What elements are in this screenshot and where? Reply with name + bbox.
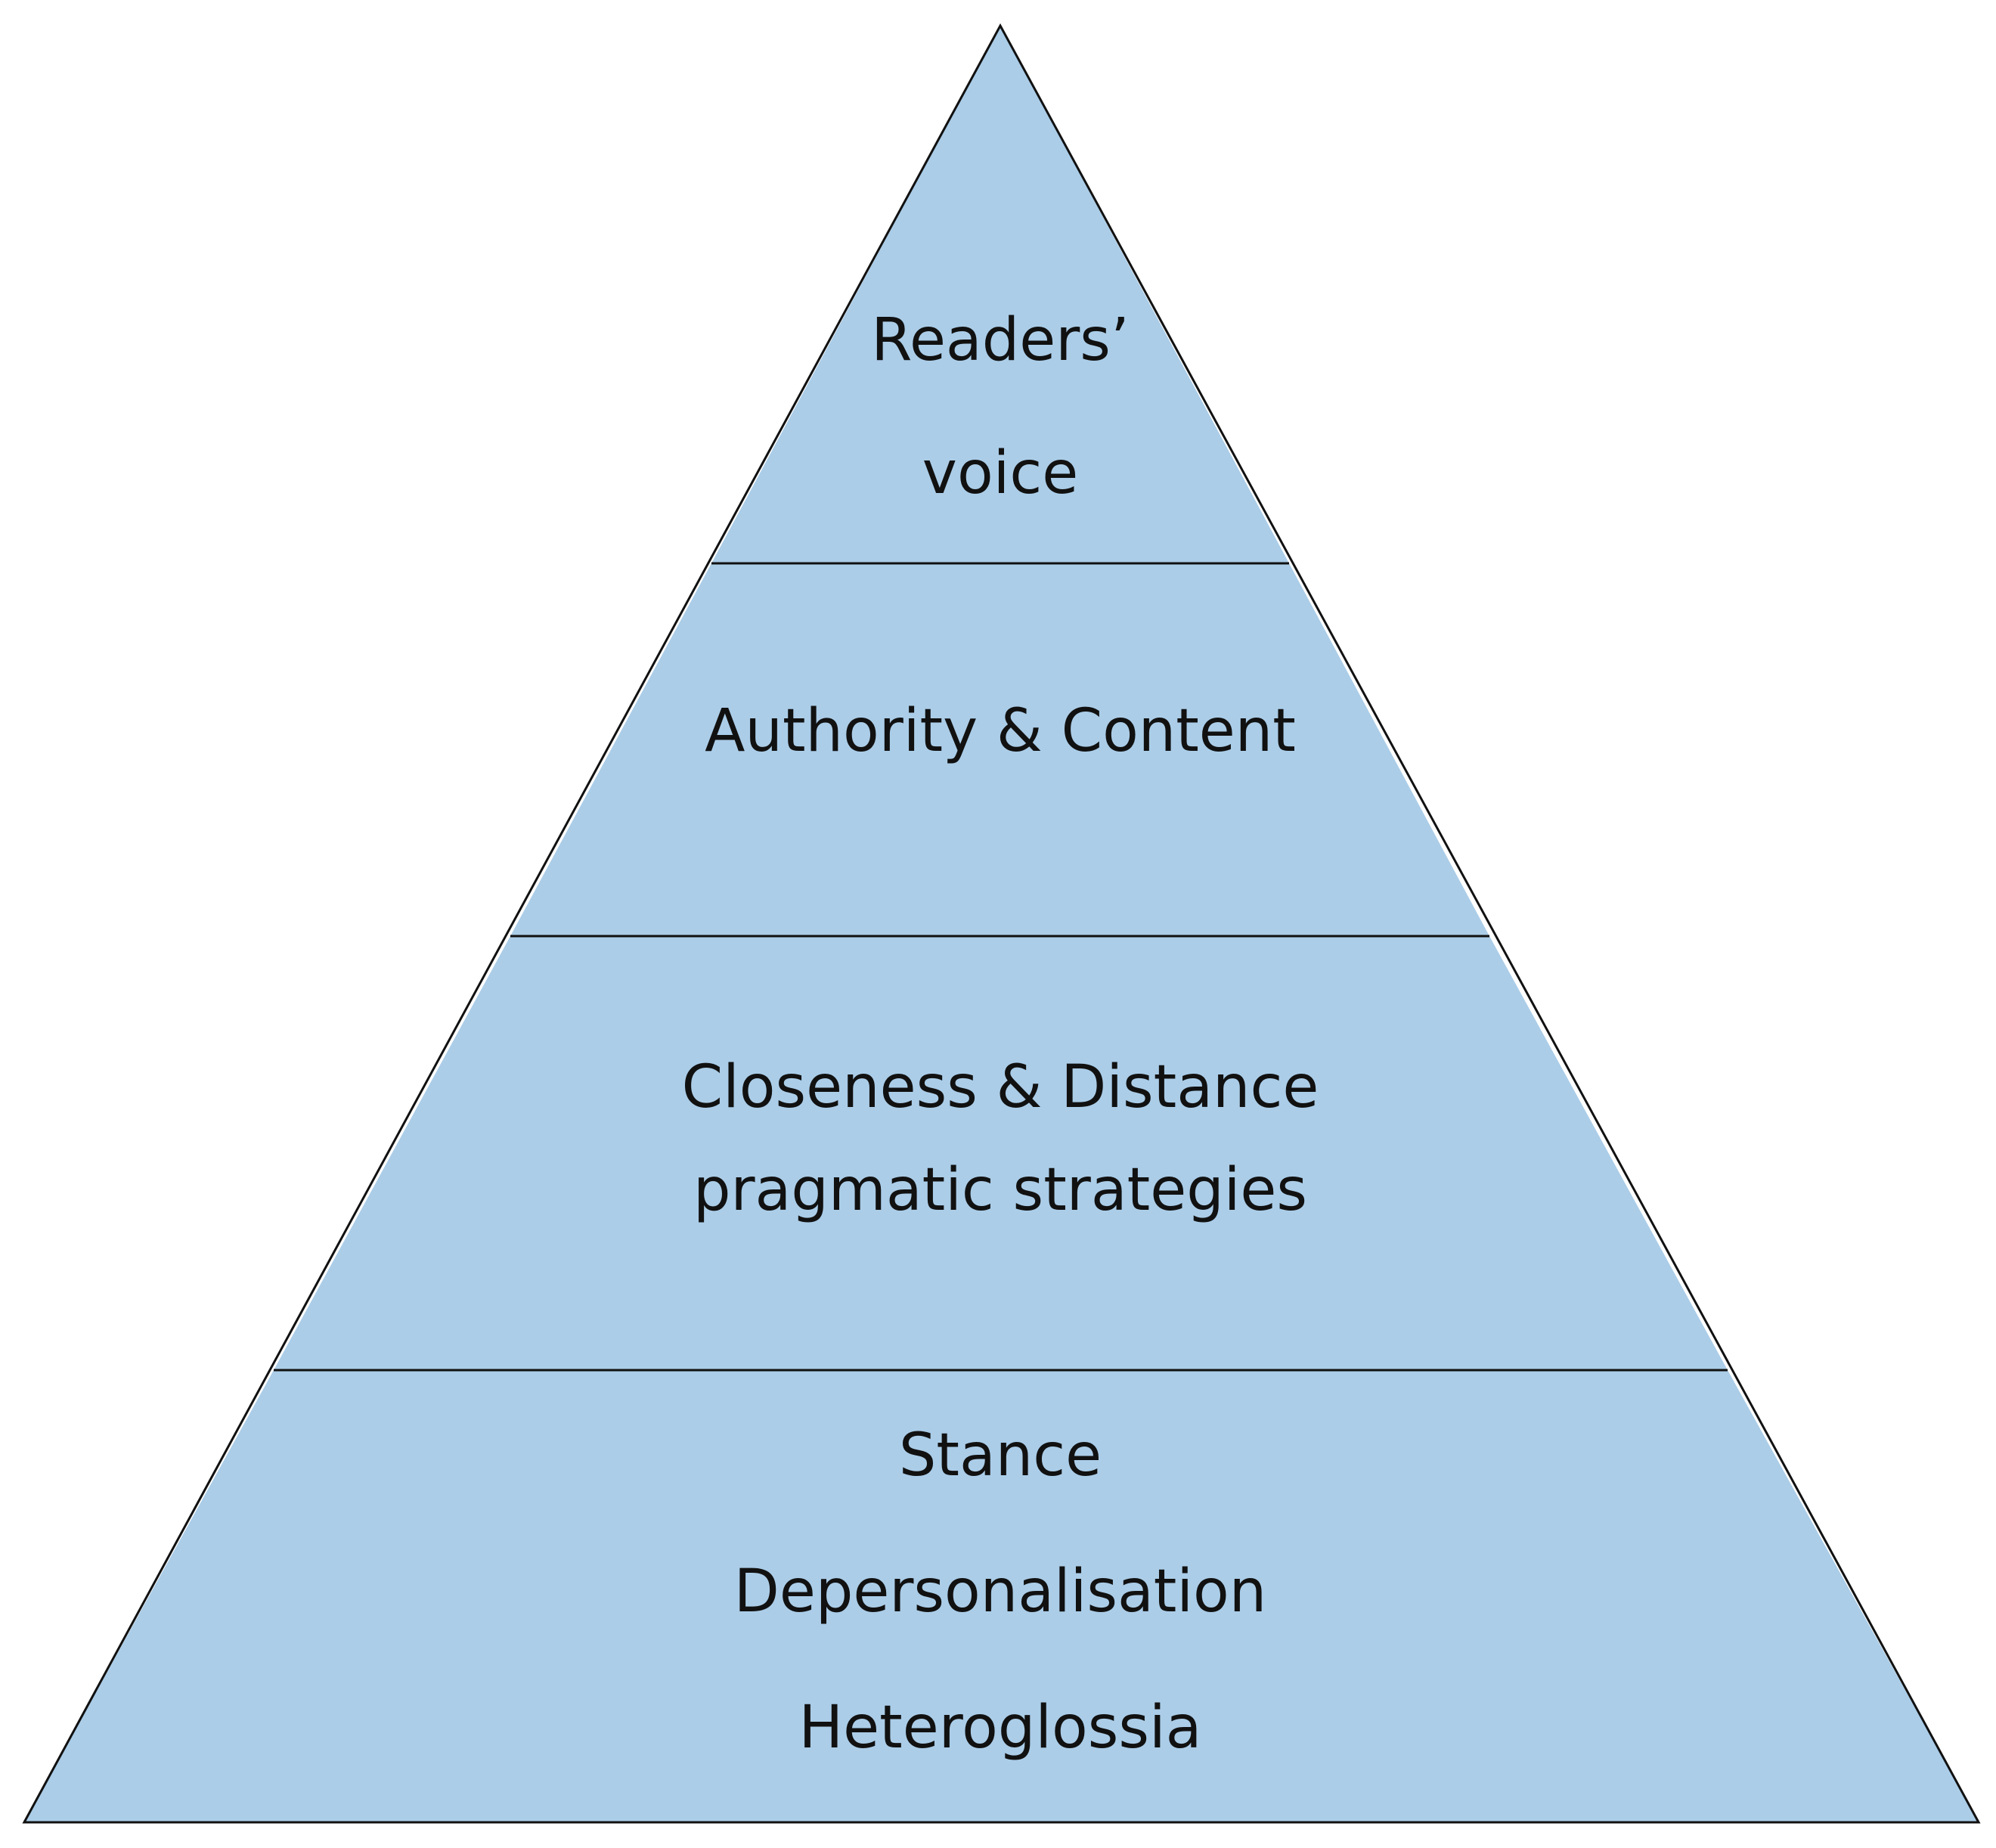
pyramid-level-closeness [274,936,1728,1370]
pyramid-outline [22,23,1981,1824]
level-closeness-line-2: pragmatic strategies [693,1156,1307,1224]
pyramid-level-top [711,26,1289,563]
level-top-line-2: voice [922,439,1078,507]
level-closeness-line-1: Closeness & Distance [682,1053,1319,1121]
level-base-line-3: Heteroglossia [799,1694,1202,1762]
level-base-line-1: Stance [899,1422,1102,1490]
pyramid-level-base [24,1370,1979,1822]
level-authority-line-1: Authority & Content [705,697,1296,765]
level-top-line-1: Readers’ [871,306,1129,374]
level-base-line-2: Depersonalisation [734,1558,1266,1626]
pyramid-level-authority [510,563,1489,936]
